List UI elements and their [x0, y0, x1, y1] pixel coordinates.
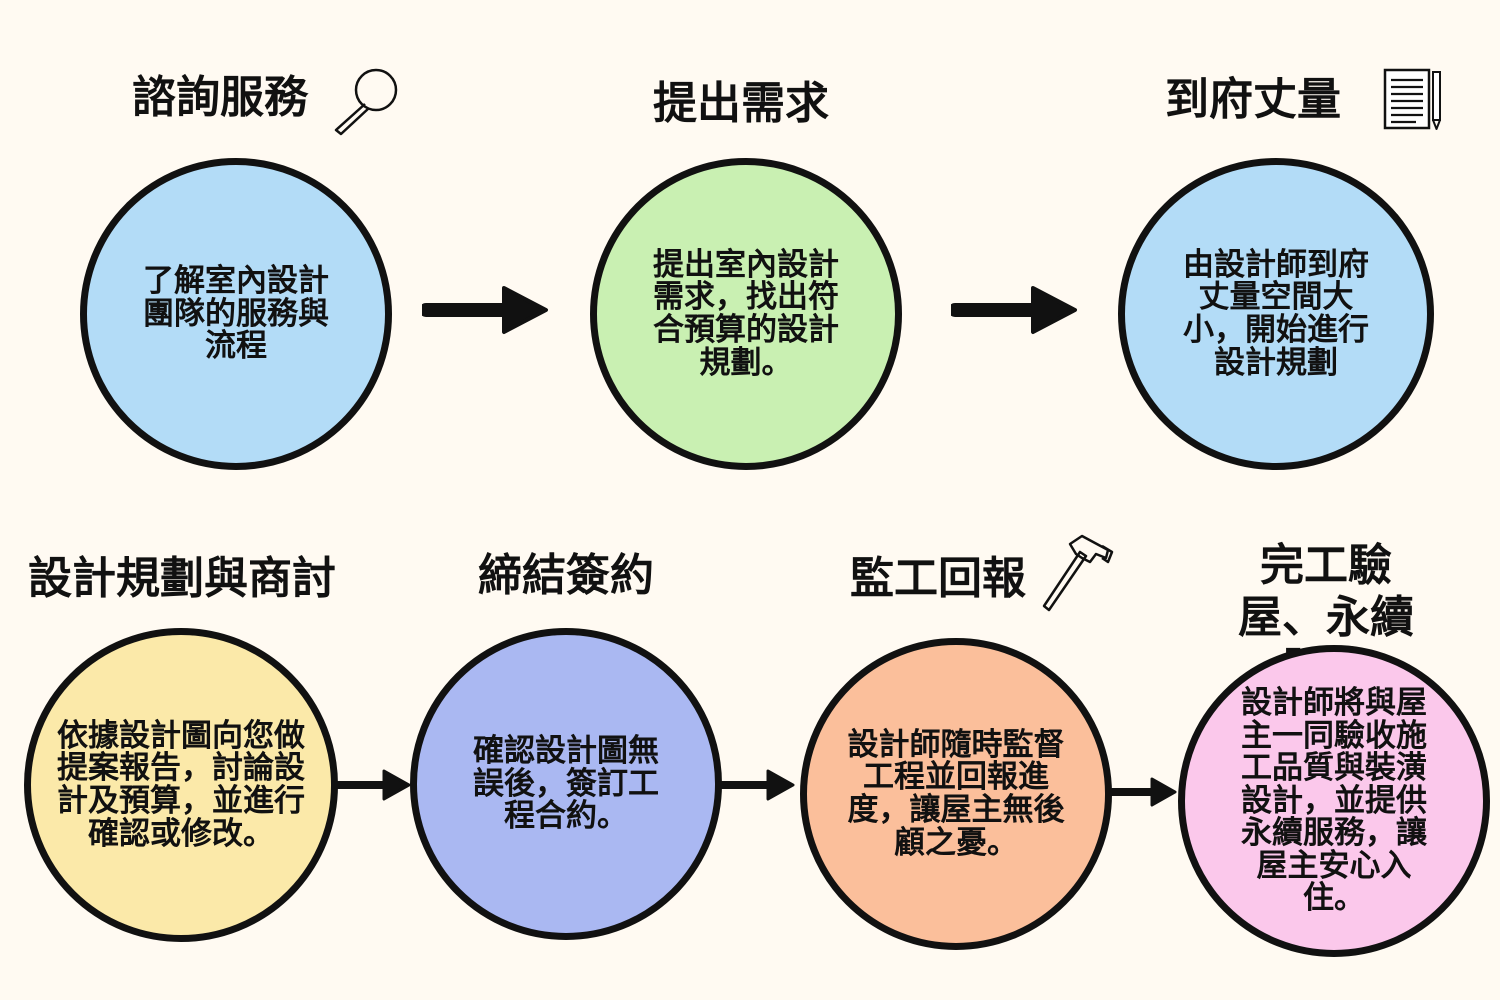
step-6-title: 監工回報	[850, 553, 1026, 604]
step-5-text: 確認設計圖無誤後，簽訂工程合約。	[473, 733, 659, 835]
step-4-title: 設計規劃與商討	[28, 553, 336, 604]
step-3-circle: 由設計師到府丈量空間大小，開始進行設計規劃	[1118, 158, 1434, 470]
step-5-circle: 確認設計圖無誤後，簽訂工程合約。	[410, 628, 722, 940]
step-6-text: 設計師隨時監督工程並回報進度，讓屋主無後顧之憂。	[847, 726, 1065, 861]
step-1-text: 了解室內設計團隊的服務與流程	[143, 263, 329, 365]
step-7-circle: 設計師將與屋主一同驗收施工品質與裝潢設計，並提供永續服務，讓屋主安心入住。	[1178, 645, 1490, 957]
step-7-text: 設計師將與屋主一同驗收施工品質與裝潢設計，並提供永續服務，讓屋主安心入住。	[1241, 685, 1427, 917]
step-2-circle: 提出室內設計需求，找出符合預算的設計規劃。	[590, 158, 902, 470]
arrow-1-icon	[422, 286, 548, 334]
magnifier-icon	[334, 68, 398, 136]
step-4-circle: 依據設計圖向您做提案報告，討論設計及預算，並進行確認或修改。	[24, 628, 338, 942]
step-3-text: 由設計師到府丈量空間大小，開始進行設計規劃	[1183, 246, 1369, 381]
step-6-circle: 設計師隨時監督工程並回報進度，讓屋主無後顧之憂。	[800, 638, 1112, 950]
arrow-3-icon	[334, 769, 411, 801]
step-3-title: 到府丈量	[1165, 74, 1341, 125]
arrow-5-icon	[1110, 777, 1177, 807]
arrow-4-icon	[718, 769, 795, 801]
arrow-2-icon	[951, 286, 1077, 334]
step-1-circle: 了解室內設計團隊的服務與流程	[80, 158, 392, 470]
document-pencil-icon	[1383, 68, 1441, 130]
step-1-title: 諮詢服務	[132, 72, 308, 123]
step-4-text: 依據設計圖向您做提案報告，討論設計及預算，並進行確認或修改。	[57, 717, 305, 852]
step-2-title: 提出需求	[653, 78, 829, 129]
step-5-title: 締結簽約	[478, 550, 654, 601]
step-2-text: 提出室內設計需求，找出符合預算的設計規劃。	[653, 246, 839, 381]
hammer-icon	[1042, 534, 1114, 612]
